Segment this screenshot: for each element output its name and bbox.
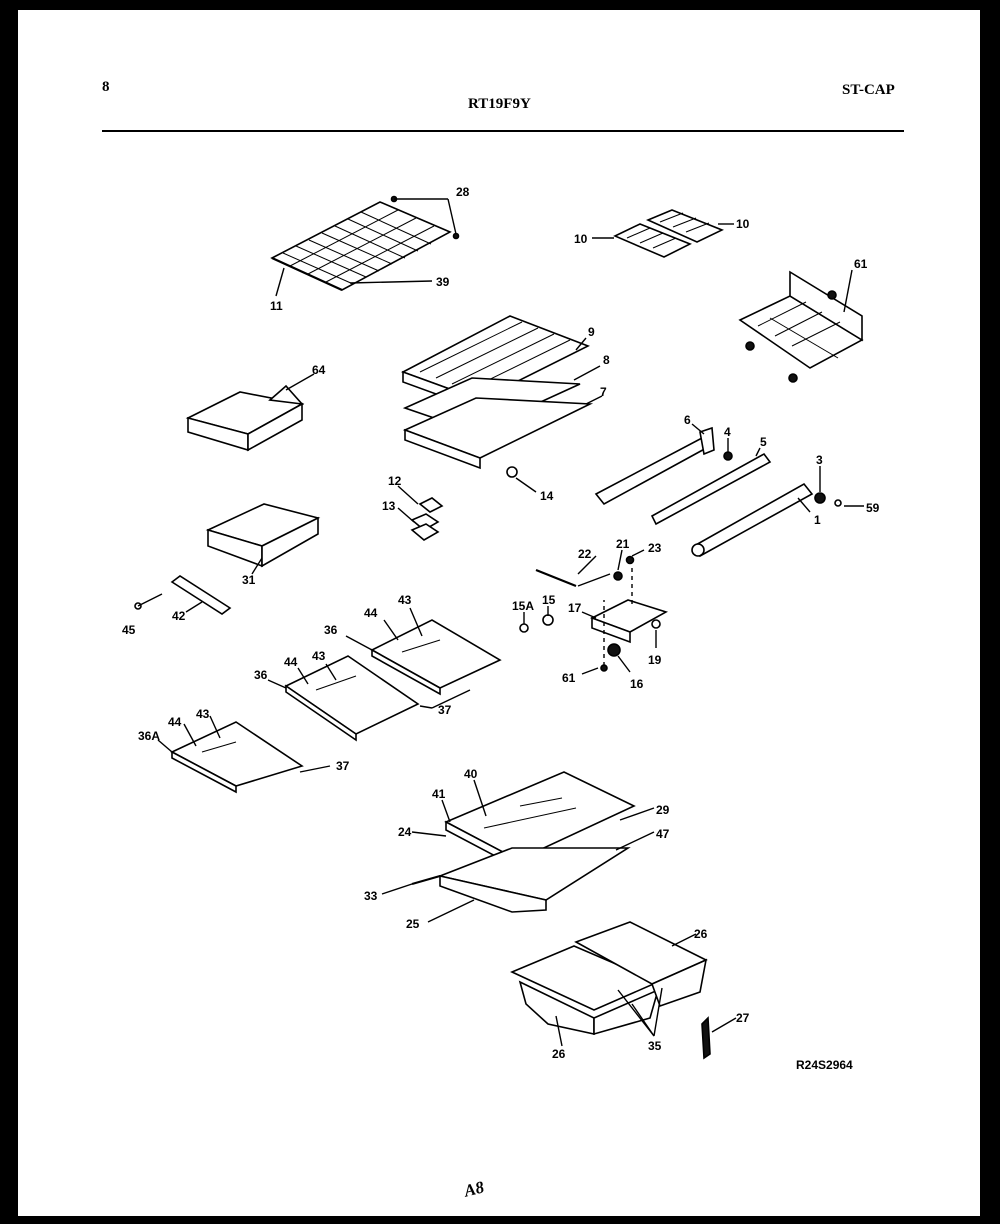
callout-64: 64 (312, 363, 326, 377)
diagram-sheet (18, 10, 980, 1216)
callout-3: 3 (816, 453, 823, 467)
part-freezer-wire-shelf (270, 201, 452, 292)
callout-15: 15 (542, 593, 556, 607)
callout-36-middle: 36 (254, 668, 268, 682)
part-4-screw (723, 451, 733, 461)
callout-35: 35 (648, 1039, 662, 1053)
leader-lines (137, 198, 864, 1047)
callout-43-middle: 43 (312, 649, 326, 663)
callout-5: 5 (760, 435, 767, 449)
part-7-pan (402, 397, 594, 470)
part-28-clip-b (452, 232, 460, 240)
callout-22: 22 (578, 547, 592, 561)
callout-27: 27 (736, 1011, 750, 1025)
callout-26-left: 26 (552, 1047, 566, 1061)
part-31-tray (205, 503, 321, 568)
part-42-bar (170, 575, 232, 615)
callout-43-upper: 43 (398, 593, 412, 607)
callout-9: 9 (588, 325, 595, 339)
callout-36A: 36A (138, 729, 160, 743)
callout-28: 28 (456, 185, 470, 199)
callout-33: 33 (364, 889, 378, 903)
callout-1: 1 (814, 513, 821, 527)
callout-29: 29 (656, 803, 670, 817)
callout-44-lower: 44 (168, 715, 182, 729)
model-number: RT19F9Y (468, 96, 531, 112)
part-22-tube (535, 568, 577, 588)
part-3-fastener (814, 492, 826, 504)
part-16-knob (607, 643, 621, 657)
callout-17: 17 (568, 601, 582, 615)
callout-37-lower: 37 (336, 759, 350, 773)
callout-14: 14 (540, 489, 554, 503)
part-ice-trays (613, 209, 724, 258)
callout-10: 10 (574, 232, 588, 246)
callout-15A: 15A (512, 599, 534, 613)
part-19 (651, 619, 661, 629)
part-14-button (506, 466, 518, 478)
part-1-rail (691, 482, 814, 558)
callout-37-upper: 37 (438, 703, 452, 717)
callout-36-upper: 36 (324, 623, 338, 637)
part-17-control-bracket (589, 599, 669, 644)
callout-44-upper: 44 (364, 606, 378, 620)
handwritten-mark: A8 (461, 1177, 486, 1201)
callout-39: 39 (436, 275, 450, 289)
callout-44-middle: 44 (284, 655, 298, 669)
callout-43-lower: 43 (196, 707, 210, 721)
callout-4: 4 (724, 425, 731, 439)
part-ice-bin-bracket (738, 270, 864, 383)
callout-13: 13 (382, 499, 396, 513)
callout-26-right: 26 (694, 927, 708, 941)
diagram-code: R24S2964 (796, 1058, 853, 1072)
callout-24: 24 (398, 825, 412, 839)
part-crisper-drawer-right (574, 921, 708, 1008)
callout-21: 21 (616, 537, 630, 551)
callout-45: 45 (122, 623, 136, 637)
callout-10-right: 10 (736, 217, 750, 231)
callout-19: 19 (648, 653, 662, 667)
part-27-slide (701, 1016, 711, 1060)
part-5-rail (650, 452, 772, 526)
part-6-bracket (594, 426, 715, 506)
part-crisper-cover-25 (411, 847, 631, 913)
callout-40: 40 (464, 767, 478, 781)
part-23 (625, 555, 635, 565)
callout-31: 31 (242, 573, 256, 587)
callout-61: 61 (854, 257, 868, 271)
callout-25: 25 (406, 917, 420, 931)
part-shelf-lower (170, 721, 304, 794)
part-15-15A (519, 614, 554, 633)
callout-59: 59 (866, 501, 880, 515)
callout-8: 8 (603, 353, 610, 367)
part-shelf-upper (370, 619, 502, 696)
callout-11: 11 (270, 299, 283, 313)
callout-41: 41 (432, 787, 446, 801)
page-number: 8 (102, 79, 110, 95)
part-21 (613, 571, 623, 581)
callout-labels: 28 11 39 10 10 61 9 8 7 64 6 4 5 3 59 1 … (122, 185, 880, 1061)
callout-7: 7 (600, 385, 607, 399)
callout-23: 23 (648, 541, 662, 555)
part-12-13-hinge-parts (410, 497, 444, 541)
callout-61-lower: 61 (562, 671, 576, 685)
section-code: ST-CAP (842, 82, 895, 98)
callout-16: 16 (630, 677, 644, 691)
callout-12: 12 (388, 474, 402, 488)
callout-6: 6 (684, 413, 691, 427)
callout-47: 47 (656, 827, 670, 841)
part-59-washer (834, 499, 842, 507)
part-freezer-bin-64 (185, 384, 305, 452)
callout-42: 42 (172, 609, 186, 623)
